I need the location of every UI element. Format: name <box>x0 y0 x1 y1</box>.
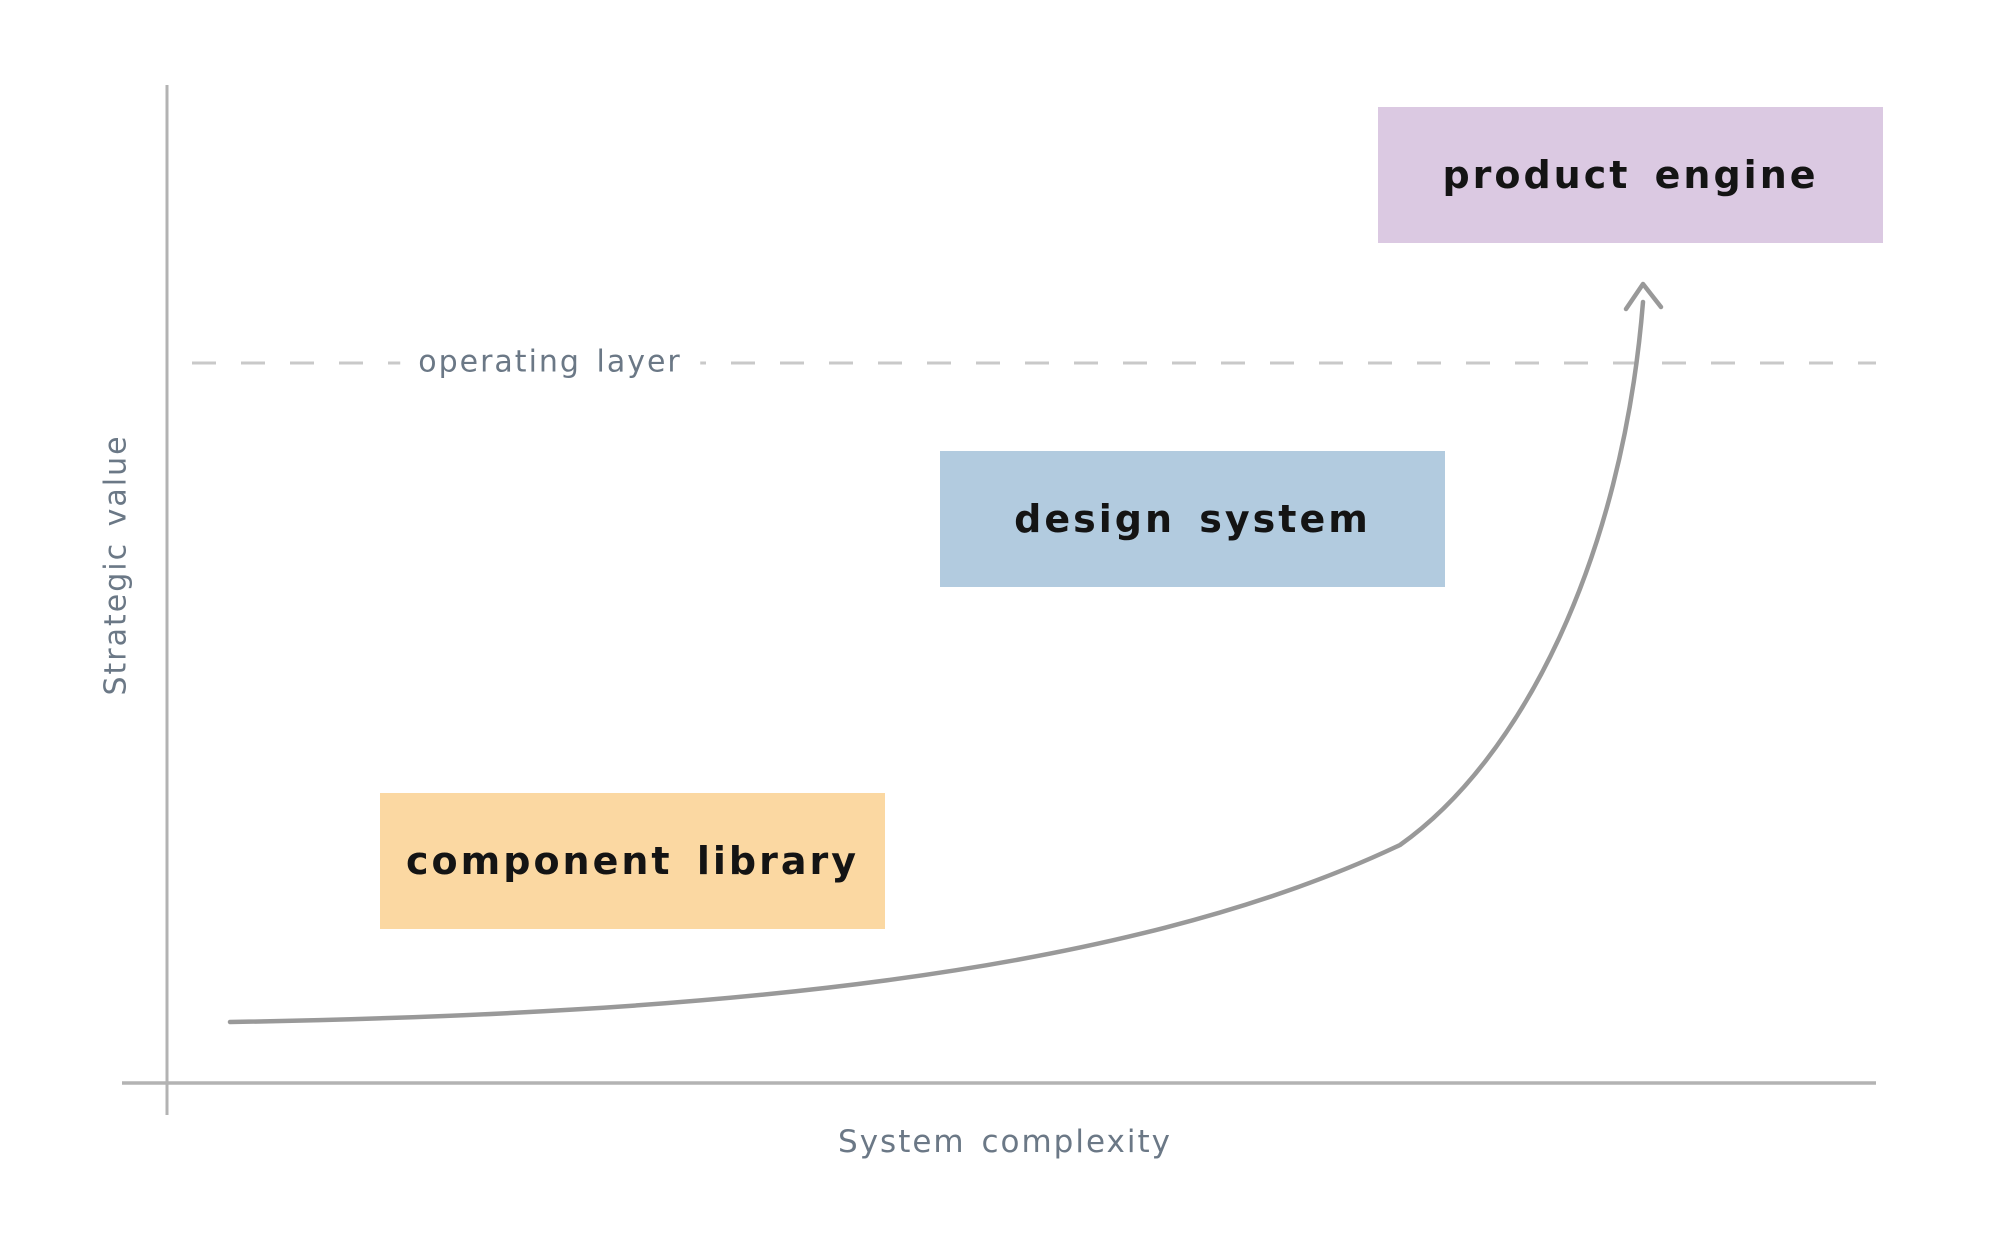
x-axis-label: System complexity <box>838 1124 1172 1160</box>
product-engine-label: product engine <box>1442 153 1819 197</box>
design-system-label: design system <box>1014 497 1371 541</box>
product-engine-box: product engine <box>1378 107 1883 243</box>
arrowhead-icon <box>1623 281 1664 312</box>
y-axis-label: Strategic value <box>98 434 134 696</box>
component-library-box: component library <box>380 793 885 929</box>
component-library-label: component library <box>406 839 859 883</box>
design-system-box: design system <box>940 451 1445 587</box>
operating-layer-label: operating layer <box>400 342 700 382</box>
growth-curve <box>227 299 1646 1025</box>
